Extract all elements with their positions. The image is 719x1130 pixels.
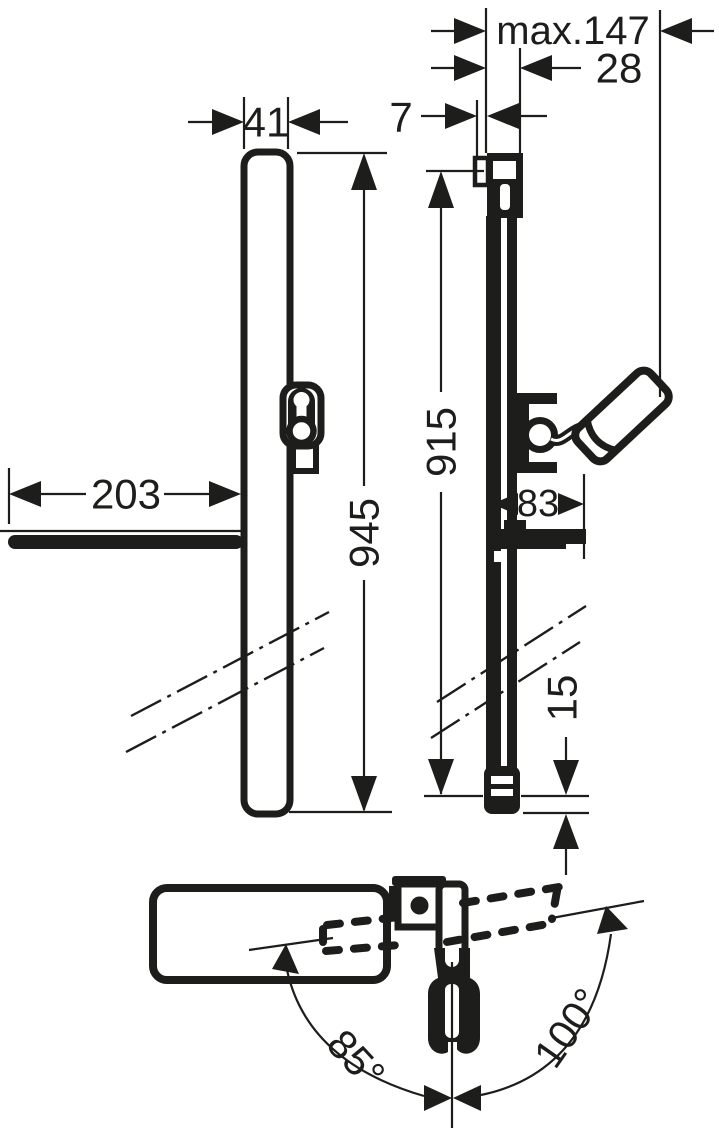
dim-arrow xyxy=(454,55,486,81)
holder-shaft-top-view xyxy=(435,880,469,960)
dim-swivel-angle-left-label: 85° xyxy=(318,1021,394,1098)
rail-back-bar xyxy=(486,216,501,772)
dim-arrow xyxy=(660,18,692,44)
dim-wall-clearance-label: 7 xyxy=(389,94,412,141)
dim-bar-width-label: 41 xyxy=(243,99,290,146)
dim-max-projection-label: max.147 xyxy=(496,9,649,53)
dim-bracket-depth-label: 28 xyxy=(596,45,643,92)
hand-shower-holder-side xyxy=(517,366,673,473)
front-view-dimensions: 41 945 203 xyxy=(7,97,392,814)
break-mark xyxy=(130,610,330,718)
dim-arrow xyxy=(428,759,454,795)
dim-bar-height-label: 945 xyxy=(341,498,388,568)
dim-arrow xyxy=(454,18,486,44)
dim-arrow xyxy=(597,906,628,934)
dim-arrow xyxy=(351,776,377,812)
dim-arrow xyxy=(9,481,41,507)
top-view xyxy=(149,876,563,1128)
mount-jaw xyxy=(389,886,397,920)
dim-end-cap-height-label: 15 xyxy=(539,675,586,722)
dim-arrow xyxy=(272,944,299,974)
dim-arrow xyxy=(445,103,477,129)
dim-arrow xyxy=(428,171,454,208)
front-view-bar xyxy=(0,148,330,818)
break-mark xyxy=(430,640,581,740)
dim-rail-height-label: 915 xyxy=(418,407,465,477)
wall-bar-front xyxy=(240,148,294,818)
shelf-front xyxy=(8,535,243,549)
dim-arrow xyxy=(487,103,519,129)
swivel-dashed-outline-left xyxy=(319,913,403,955)
swivel-limit-line-right xyxy=(551,899,645,920)
dim-arrow xyxy=(288,109,320,135)
dim-swivel-angle-right-label: 100° xyxy=(525,980,611,1076)
keyhole-slot xyxy=(296,400,307,419)
dim-arrow xyxy=(209,481,241,507)
side-view-dimensions: max.147 28 7 915 83 15 xyxy=(389,8,714,875)
rail-front-bar xyxy=(507,216,517,772)
angle-arc-left xyxy=(285,969,425,1098)
dim-arrow xyxy=(351,153,377,190)
swivel-dashed-outline-right xyxy=(443,883,563,946)
slider-front xyxy=(279,381,325,474)
ball-joint xyxy=(522,417,558,453)
dim-arrow xyxy=(553,814,579,849)
shelf-top-view xyxy=(149,884,391,984)
slider-knob xyxy=(286,415,317,447)
dim-shelf-projection-label: 203 xyxy=(91,471,161,518)
swivel-limit-line-left xyxy=(248,936,334,952)
break-mark xyxy=(125,646,325,754)
hand-shower-handle xyxy=(571,366,673,466)
dim-arrow xyxy=(558,493,584,515)
dim-arrow xyxy=(453,1085,481,1111)
break-mark xyxy=(436,604,587,704)
screw-dot xyxy=(410,896,429,915)
dim-arrow xyxy=(212,109,244,135)
angle-arc-right xyxy=(480,933,613,1097)
side-view-rail xyxy=(430,153,673,814)
dim-arrow xyxy=(520,55,552,81)
dim-arrow xyxy=(424,1085,452,1111)
dim-arrow xyxy=(492,493,518,515)
dim-arrow xyxy=(553,760,579,795)
dim-holder-projection-label: 83 xyxy=(517,483,559,525)
shelf-side xyxy=(500,529,586,549)
